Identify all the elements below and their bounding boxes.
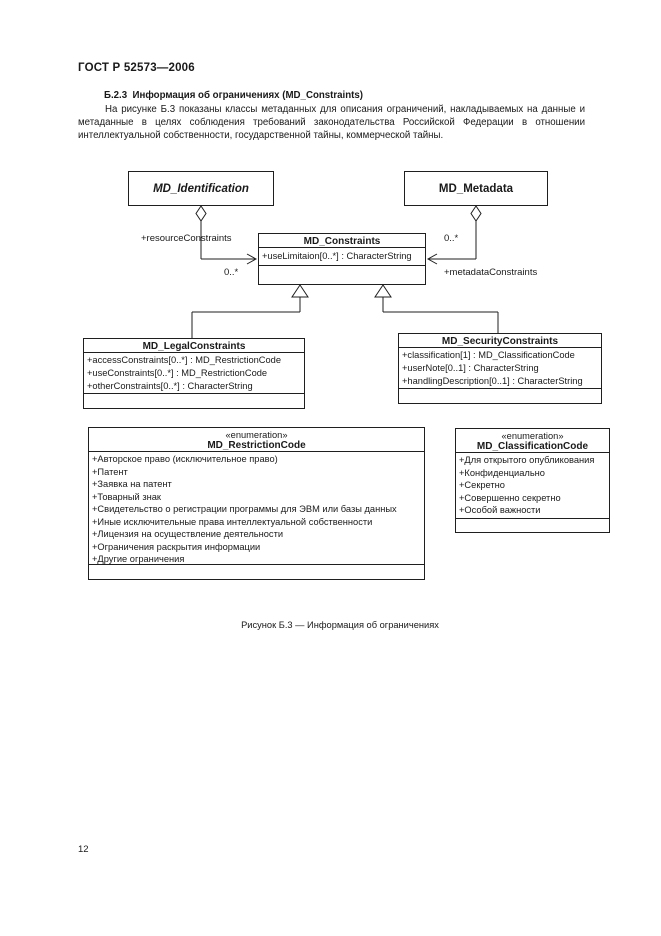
class-title: MD_Metadata — [438, 182, 514, 195]
enum-item: +Свидетельство о регистрации программы д… — [92, 504, 397, 514]
open-arrowhead-left — [246, 253, 258, 265]
class-box-md-identification: MD_Identification — [128, 171, 274, 206]
enum-item: +Иные исключительные права интеллектуаль… — [92, 516, 373, 527]
enum-empty-compartment — [456, 518, 609, 533]
class-box-md-security-constraints: MD_SecurityConstraints +classification[1… — [398, 333, 602, 404]
enum-stereotype: «enumeration» — [501, 431, 564, 441]
class-title: MD_SecurityConstraints — [441, 336, 559, 347]
class-title: MD_LegalConstraints — [142, 341, 246, 352]
document-header: ГОСТ Р 52573—2006 — [78, 62, 195, 74]
assoc-multiplicity-resource: 0..* — [224, 267, 239, 278]
assoc-label-resource-constraints: +resourceConstraints — [141, 233, 232, 244]
class-attribute: +useLimitaion[0..*] : CharacterString — [262, 251, 412, 261]
aggregation-diamond-identification — [195, 205, 207, 222]
enum-title: MD_RestrictionCode — [207, 440, 306, 451]
enum-item: +Совершенно секретно — [459, 492, 561, 503]
class-box-md-metadata: MD_Metadata — [404, 171, 548, 206]
class-attribute: +classification[1] : MD_ClassificationCo… — [402, 350, 575, 360]
assoc-label-metadata-constraints: +metadataConstraints — [444, 267, 538, 278]
generalization-triangle-legal — [291, 284, 309, 298]
enum-item: +Товарный знак — [92, 491, 161, 502]
class-attribute: +accessConstraints[0..*] : MD_Restrictio… — [87, 355, 282, 365]
class-title: MD_Constraints — [303, 236, 381, 247]
enum-item: +Патент — [92, 466, 128, 477]
class-attribute: +userNote[0..1] : CharacterString — [402, 363, 539, 373]
operations-compartment-empty — [259, 265, 425, 282]
enum-item: +Ограничения раскрытия информации — [92, 541, 261, 552]
class-attribute: +handlingDescription[0..1] : CharacterSt… — [402, 376, 583, 386]
enum-box-md-classification-code: «enumeration» MD_ClassificationCode +Для… — [455, 428, 610, 533]
enum-items-compartment: +Авторское право (исключительное право) … — [89, 451, 424, 564]
enum-stereotype: «enumeration» — [225, 430, 288, 440]
assoc-multiplicity-metadata: 0..* — [444, 233, 459, 244]
enum-item: +Авторское право (исключительное право) — [92, 454, 278, 464]
section-heading: Б.2.3 Информация об ограничениях (MD_Con… — [104, 90, 363, 101]
enum-item: +Лицензия на осуществление деятельности — [92, 529, 284, 539]
enum-item: +Другие ограничения — [92, 554, 185, 564]
page-number: 12 — [78, 844, 89, 855]
enum-item: +Для открытого опубликования — [459, 455, 595, 465]
class-attribute: +otherConstraints[0..*] : CharacterStrin… — [87, 381, 253, 391]
enum-empty-compartment — [89, 564, 424, 579]
class-title: MD_Identification — [153, 182, 249, 195]
enum-items-compartment: +Для открытого опубликования +Конфиденци… — [456, 452, 609, 518]
class-attribute: +useConstraints[0..*] : MD_RestrictionCo… — [87, 368, 268, 378]
attributes-compartment: +useLimitaion[0..*] : CharacterString — [259, 247, 425, 265]
enum-title: MD_ClassificationCode — [476, 441, 589, 452]
enum-box-md-restriction-code: «enumeration» MD_RestrictionCode +Авторс… — [88, 427, 425, 580]
operations-compartment-empty — [84, 393, 304, 407]
figure-caption: Рисунок Б.3 — Информация об ограничениях — [241, 620, 439, 630]
generalization-triangle-security — [374, 284, 392, 298]
operations-compartment-empty — [399, 388, 601, 402]
open-arrowhead-right — [426, 253, 438, 265]
class-box-md-constraints: MD_Constraints +useLimitaion[0..*] : Cha… — [258, 233, 426, 285]
attributes-compartment: +classification[1] : MD_ClassificationCo… — [399, 347, 601, 388]
enum-item: +Заявка на патент — [92, 479, 172, 489]
body-paragraph: На рисунке Б.3 показаны классы метаданны… — [78, 104, 585, 141]
enum-item: +Особой важности — [459, 505, 541, 515]
enum-item: +Конфиденциально — [459, 467, 545, 478]
aggregation-diamond-metadata — [470, 205, 482, 222]
class-box-md-legal-constraints: MD_LegalConstraints +accessConstraints[0… — [83, 338, 305, 409]
enum-item: +Секретно — [459, 480, 505, 490]
attributes-compartment: +accessConstraints[0..*] : MD_Restrictio… — [84, 352, 304, 393]
